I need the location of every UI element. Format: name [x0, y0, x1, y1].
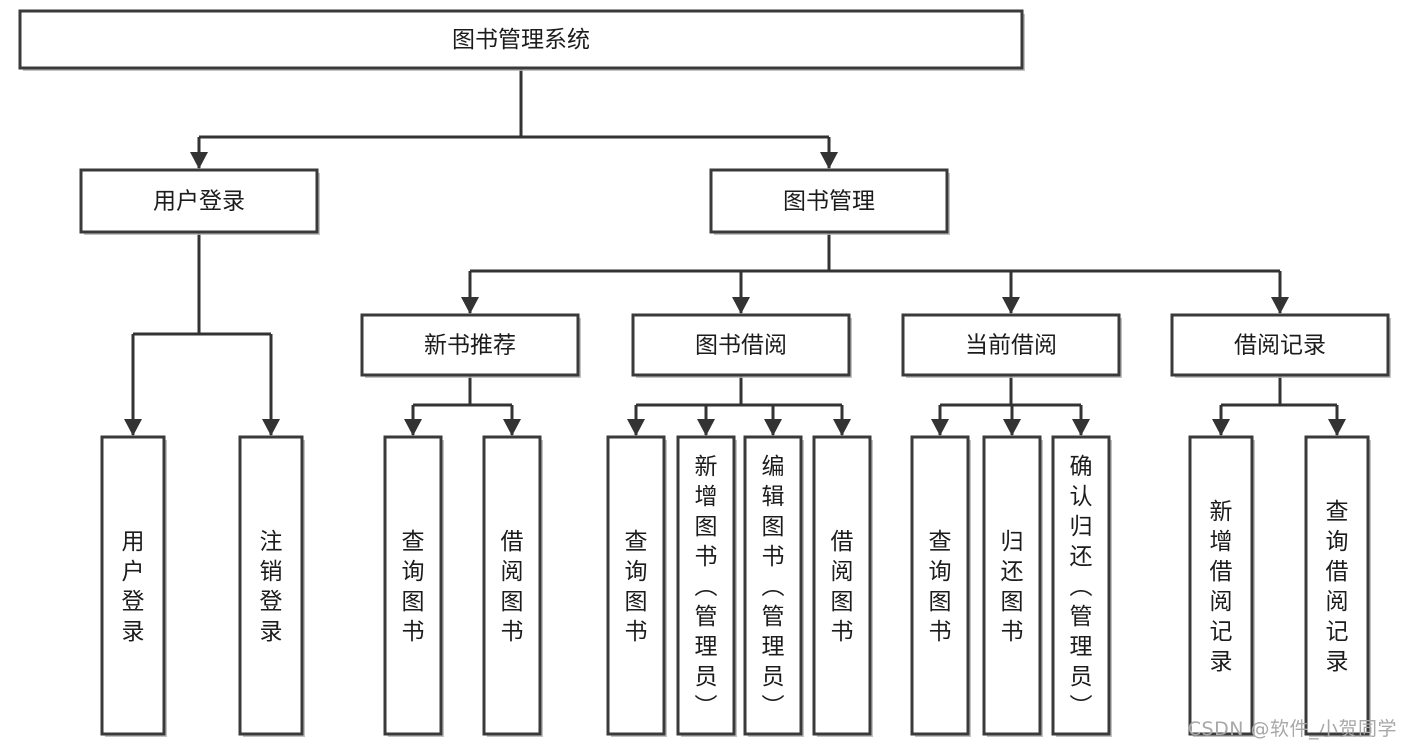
- node-newbook[interactable]: 新书推荐: [360, 313, 581, 378]
- node-leaf-newbook-borrow[interactable]: 借阅图书: [482, 435, 543, 737]
- node-label: 查询图书: [929, 529, 952, 645]
- node-leaf-record-add[interactable]: 新增借阅记录: [1188, 435, 1255, 737]
- node-label: 用户登录: [153, 189, 245, 215]
- edge-group-login: [124, 232, 280, 436]
- node-leaf-current-confirm[interactable]: 确认归还︵管理员︶: [1051, 435, 1112, 737]
- node-label: 注销登录: [260, 529, 283, 645]
- watermark-text: CSDN @软件_小贺同学: [1187, 718, 1397, 740]
- node-label: 图书管理: [783, 189, 875, 215]
- node-label: 当前借阅: [965, 333, 1057, 359]
- node-leaf-current-return[interactable]: 归还图书: [982, 435, 1043, 737]
- node-label: 借阅图书: [831, 529, 854, 645]
- node-leaf-newbook-query[interactable]: 查询图书: [383, 435, 444, 737]
- node-current[interactable]: 当前借阅: [901, 313, 1122, 378]
- node-label: 查询图书: [402, 529, 425, 645]
- node-leaf-borrow-query[interactable]: 查询图书: [606, 435, 667, 737]
- nodes-layer: 图书管理系统用户登录图书管理新书推荐图书借阅当前借阅借阅记录用户登录注销登录查询…: [18, 9, 1391, 737]
- node-label: 借阅记录: [1234, 333, 1326, 359]
- node-leaf-current-query[interactable]: 查询图书: [910, 435, 971, 737]
- node-leaf-borrow-add[interactable]: 新增图书︵管理员︶: [676, 435, 737, 737]
- node-label: 借阅图书: [501, 529, 524, 645]
- edge-group-root: [190, 68, 838, 169]
- node-login[interactable]: 用户登录: [79, 168, 320, 235]
- node-leaf-borrow-edit[interactable]: 编辑图书︵管理员︶: [743, 435, 804, 737]
- node-label: 归还图书: [1001, 529, 1024, 645]
- node-leaf-user-login[interactable]: 用户登录: [100, 435, 167, 737]
- node-label: 编辑图书︵管理员︶: [762, 454, 785, 720]
- edge-group-current: [931, 375, 1090, 436]
- node-label: 确认归还︵管理员︶: [1070, 454, 1093, 720]
- node-record[interactable]: 借阅记录: [1170, 313, 1391, 378]
- node-bookmgmt[interactable]: 图书管理: [709, 168, 950, 235]
- node-borrow[interactable]: 图书借阅: [631, 313, 852, 378]
- node-label: 图书管理系统: [452, 27, 590, 53]
- node-label: 查询图书: [625, 529, 648, 645]
- node-label: 新书推荐: [424, 333, 516, 359]
- node-leaf-record-query[interactable]: 查询借阅记录: [1304, 435, 1371, 737]
- node-label: 新增借阅记录: [1210, 499, 1233, 675]
- node-label: 用户登录: [122, 529, 145, 645]
- node-label: 新增图书︵管理员︶: [695, 454, 718, 720]
- node-label: 查询借阅记录: [1326, 499, 1349, 675]
- node-leaf-borrow-lend[interactable]: 借阅图书: [812, 435, 873, 737]
- node-root[interactable]: 图书管理系统: [18, 9, 1025, 71]
- edge-group-borrow: [627, 375, 851, 436]
- node-leaf-user-logout[interactable]: 注销登录: [238, 435, 305, 737]
- edge-group-newbook: [404, 375, 521, 436]
- node-label: 图书借阅: [695, 333, 787, 359]
- edge-group-bookmgmt: [461, 232, 1289, 314]
- edges-layer: [124, 68, 1346, 436]
- edge-group-record: [1212, 375, 1346, 436]
